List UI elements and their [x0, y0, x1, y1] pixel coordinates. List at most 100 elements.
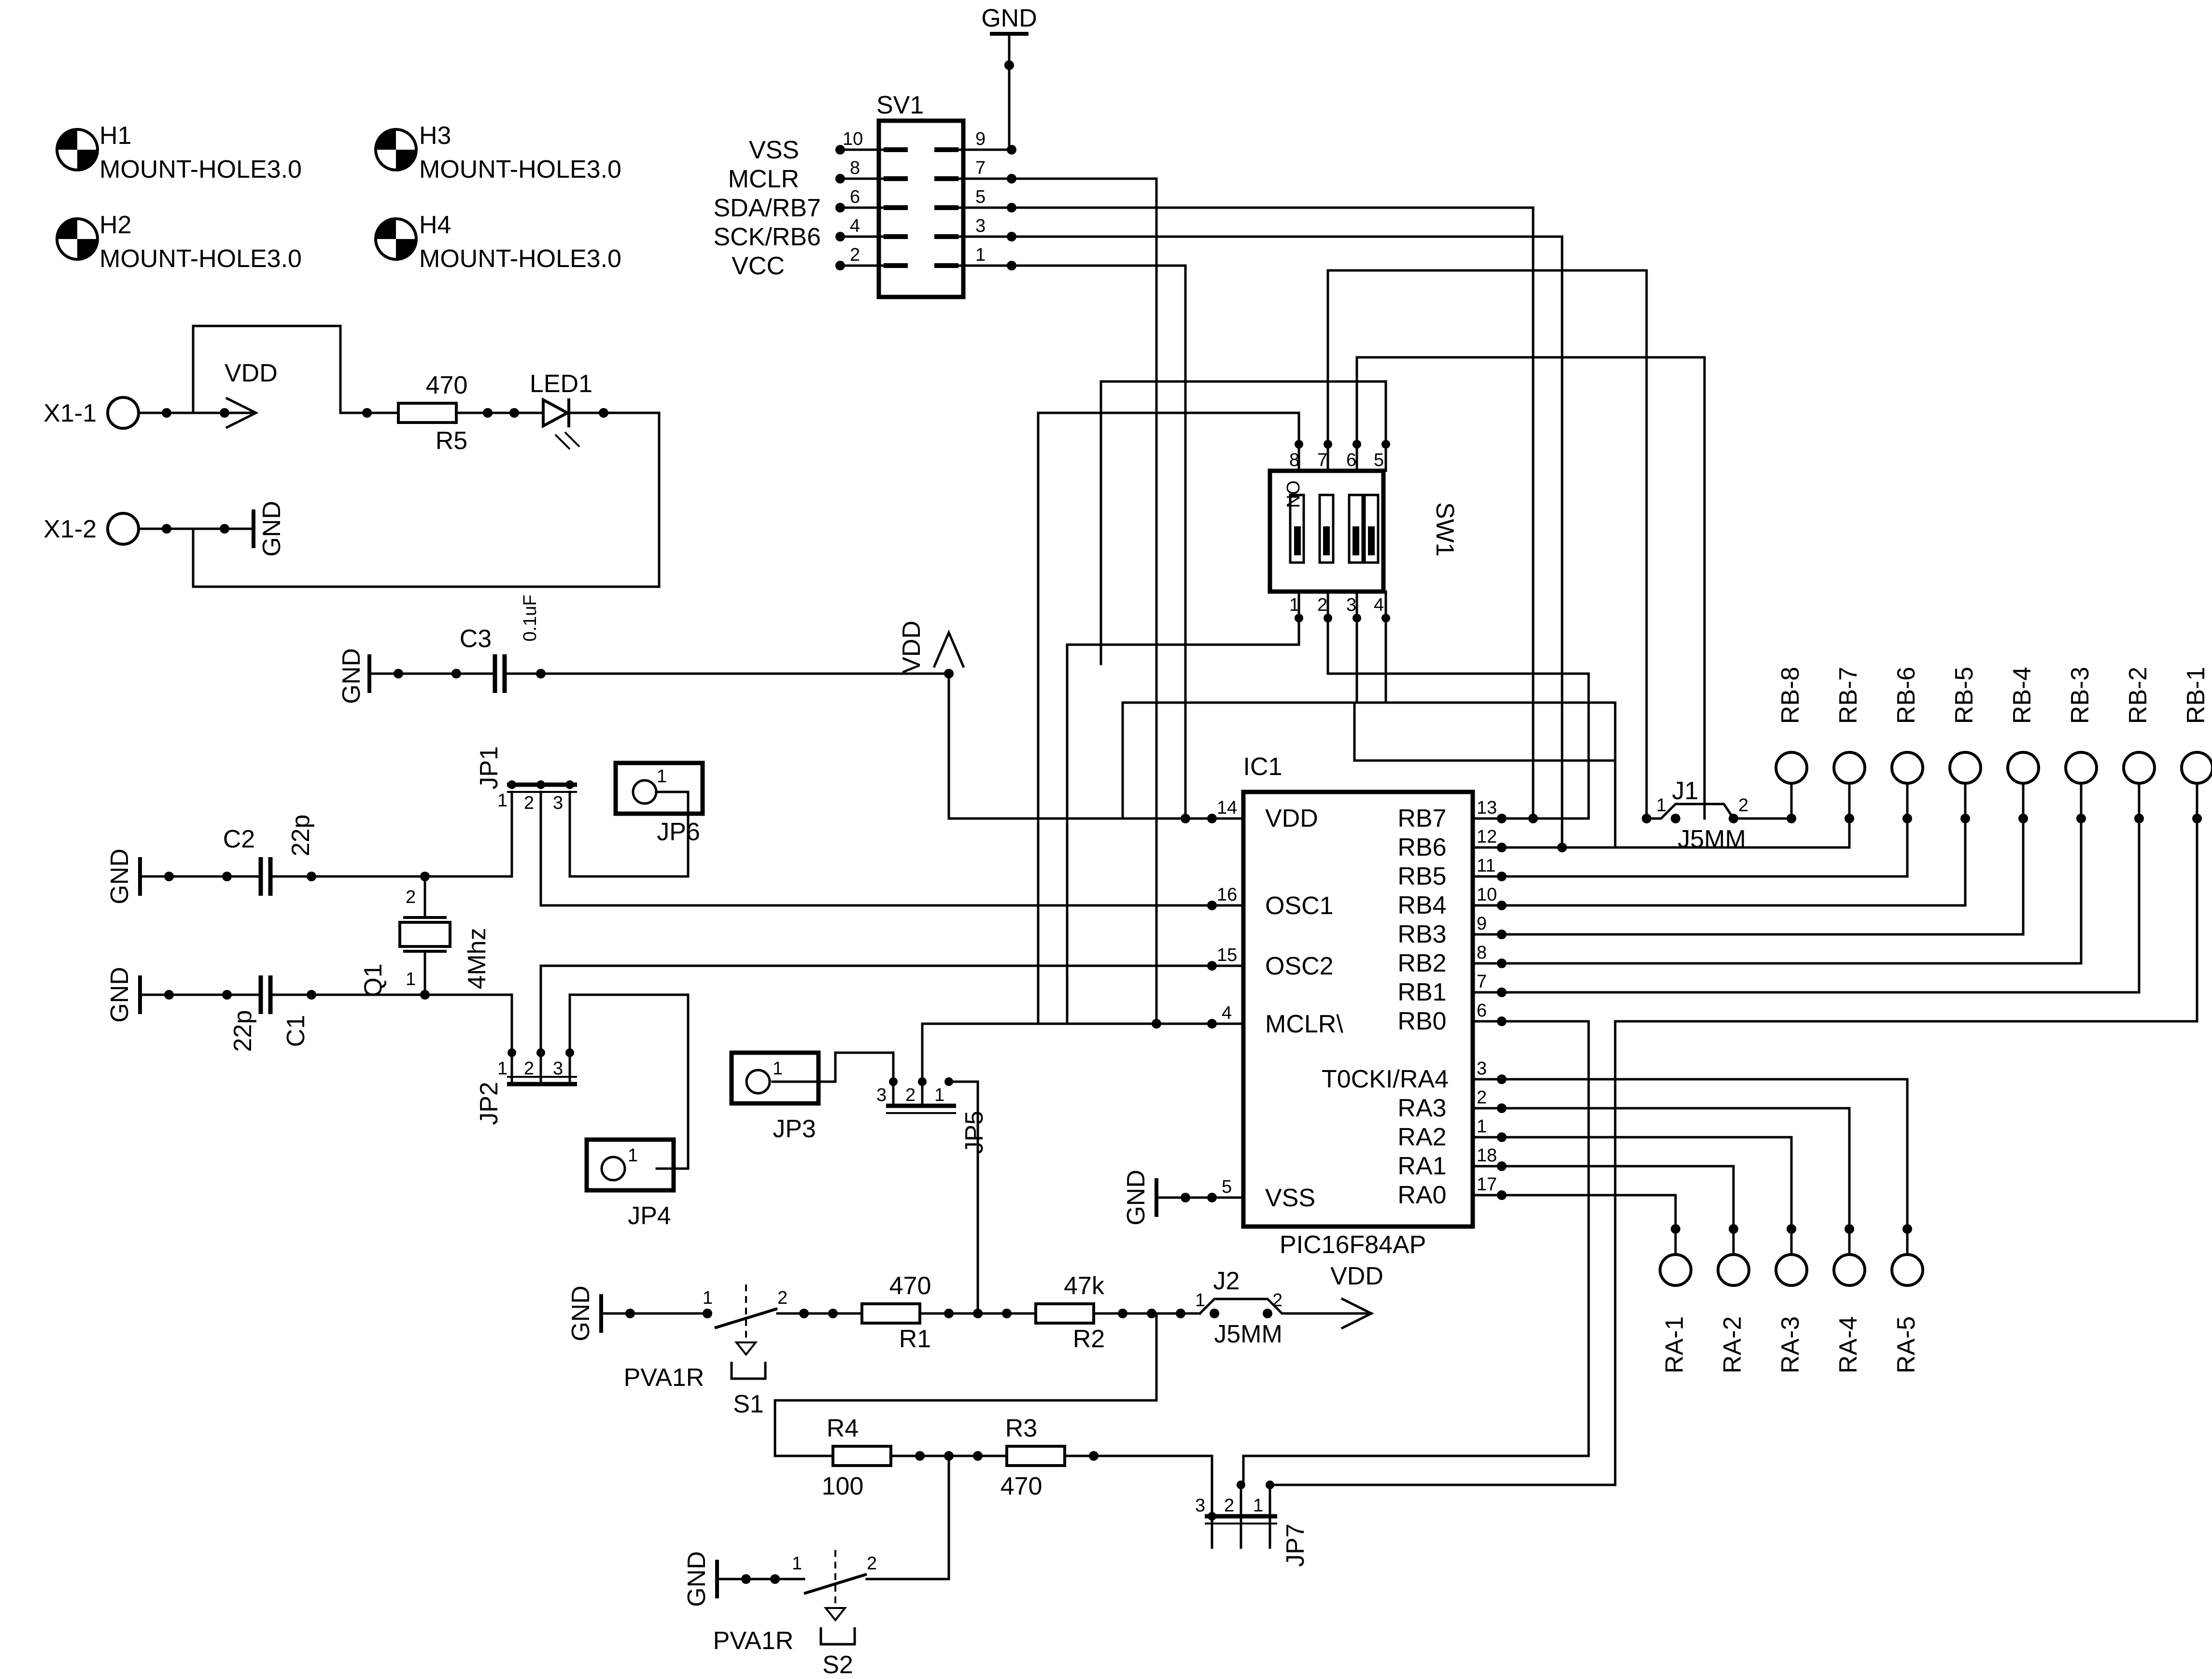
- jp5-pin-3: 3: [876, 1085, 887, 1105]
- ic1-right-pin-rb1: 7: [1477, 972, 1487, 992]
- s2-ref: S2: [822, 1651, 853, 1679]
- ic1-right-pin-ra2: 1: [1477, 1116, 1487, 1137]
- sw1-pin-7: 7: [1317, 450, 1327, 470]
- q1-ref: Q1: [359, 963, 387, 997]
- pad-ra-2: [1717, 1253, 1750, 1287]
- ic1-left-name-osc1: OSC1: [1265, 892, 1334, 920]
- pad-rb-7: [1832, 751, 1866, 785]
- ic1-right-name-rb0: RB0: [1397, 1007, 1446, 1035]
- r5-ref: R5: [436, 427, 467, 455]
- sw1-pin-3: 3: [1346, 595, 1356, 615]
- sw1-pin-8: 8: [1289, 450, 1299, 470]
- x1-2-terminal: [106, 512, 140, 546]
- pad-rb-5: [1948, 751, 1982, 785]
- ic1-left-name-vss: VSS: [1265, 1184, 1315, 1212]
- sv1-pin-9: 9: [975, 129, 986, 149]
- sv1-pin-4: 4: [850, 216, 860, 236]
- vdd-label-c3: VDD: [898, 621, 926, 674]
- s2-pin-1: 1: [792, 1553, 802, 1574]
- jp4-ref: JP4: [628, 1202, 671, 1230]
- sv1-pin-3: 3: [975, 216, 986, 236]
- ic1-right-pin-rb5: 11: [1477, 856, 1495, 876]
- sw1-pin-2: 2: [1317, 595, 1327, 615]
- ic1-part: PIC16F84AP: [1280, 1231, 1426, 1259]
- ic1-right-name-rb5: RB5: [1397, 862, 1446, 890]
- ic1-left-pin-vdd: 14: [1217, 798, 1237, 818]
- r4-value: 100: [822, 1472, 864, 1500]
- pad-rb-2: [2122, 751, 2156, 785]
- mount-hole-h2: H2 MOUNT-HOLE3.0: [56, 211, 302, 273]
- ic1-right-name-ra2: RA2: [1397, 1123, 1446, 1151]
- rb-pads: J1 J5MM 1 2 RB-8 RB-7 RB-6 RB-5 RB-4 RB-…: [1242, 667, 2212, 1486]
- jp2-pin-2: 2: [524, 1058, 534, 1079]
- ic1-left-pin-mclr: 4: [1222, 1003, 1232, 1023]
- ic1-left-name-vdd: VDD: [1265, 804, 1318, 832]
- pad-ra-4-label: RA-4: [1834, 1316, 1862, 1373]
- s1-ref: S1: [733, 1390, 764, 1418]
- pad-rb-4: [2006, 751, 2040, 785]
- gnd-label-top: GND: [981, 4, 1037, 32]
- gnd-label-s1: GND: [567, 1285, 595, 1341]
- x1-1-terminal: [106, 396, 140, 430]
- jp1-ref: JP1: [475, 746, 503, 790]
- mount-hole-h3: H3 MOUNT-HOLE3.0: [374, 122, 621, 183]
- j1-pin-2: 2: [1738, 795, 1748, 816]
- sw1-pin-4: 4: [1374, 595, 1384, 615]
- c3-section: GND C3 0.1uF VDD: [338, 594, 1182, 820]
- j1-ref: J1: [1672, 777, 1699, 805]
- s2-switch[interactable]: [803, 1573, 867, 1595]
- r3-ref: R3: [1005, 1414, 1037, 1442]
- ic1-right-name-rb1: RB1: [1397, 978, 1446, 1006]
- r2-value: 47k: [1064, 1272, 1105, 1300]
- j1-pin-1: 1: [1656, 795, 1666, 816]
- s2-pin-2: 2: [867, 1553, 877, 1574]
- c3-ref: C3: [460, 625, 492, 653]
- jp2-pin-1: 1: [497, 1058, 507, 1079]
- power-input-section: X1-1 X1-2 VDD 470 R5 LED1 GND: [43, 325, 661, 588]
- jp7-ref: JP7: [1282, 1524, 1310, 1567]
- pad-ra-3: [1775, 1253, 1808, 1287]
- hole-h3-value: MOUNT-HOLE3.0: [419, 155, 621, 183]
- s1-switch[interactable]: [714, 1307, 778, 1329]
- q1-value: 4Mhz: [463, 928, 491, 989]
- sv1-signal-sda: SDA/RB7: [713, 194, 821, 222]
- sv1-pin-6: 6: [850, 187, 860, 207]
- r1-value: 470: [889, 1272, 931, 1300]
- x1-2-label: X1-2: [43, 515, 97, 543]
- q1-crystal: [398, 921, 451, 948]
- ic1-right-name-rb4: RB4: [1397, 891, 1446, 919]
- pad-rb-8-label: RB-8: [1776, 667, 1804, 724]
- ic1-left-name-osc2: OSC2: [1265, 952, 1334, 980]
- ic1-right-name-rb7: RB7: [1397, 804, 1446, 832]
- gnd-label-x1: GND: [258, 501, 286, 557]
- hole-h4-ref: H4: [419, 211, 451, 239]
- sv1-signal-vss: VSS: [749, 136, 799, 164]
- pad-rb-4-label: RB-4: [2008, 667, 2036, 724]
- hole-h4-value: MOUNT-HOLE3.0: [419, 245, 621, 273]
- c1-ref: C1: [282, 1015, 310, 1047]
- r2-body: [1034, 1302, 1095, 1325]
- ic1-body: [1241, 790, 1475, 1229]
- sv1-pin-1: 1: [975, 245, 986, 265]
- sv1-pin-10: 10: [843, 129, 863, 149]
- sv1-pin-2: 2: [850, 245, 860, 265]
- sv1-pin-8: 8: [850, 158, 860, 178]
- pad-ra-3-label: RA-3: [1776, 1316, 1804, 1373]
- ic1-right-name-rb3: RB3: [1397, 920, 1446, 948]
- jp3-pin-1: 1: [773, 1058, 783, 1079]
- sv1-ref: SV1: [876, 91, 924, 119]
- pad-rb-6-label: RB-6: [1892, 667, 1920, 724]
- s1-pin-2: 2: [777, 1288, 788, 1308]
- ic1-right-pin-rb0: 6: [1477, 1001, 1487, 1021]
- gnd-label-s2: GND: [683, 1551, 711, 1607]
- ic1-right-name-rb2: RB2: [1397, 949, 1446, 977]
- sw1-ref: SW1: [1431, 502, 1459, 557]
- c2-value: 22p: [287, 815, 315, 857]
- q1-pin-2: 2: [406, 887, 416, 907]
- pad-rb-5-label: RB-5: [1950, 667, 1978, 724]
- j2-value: J5MM: [1214, 1320, 1282, 1348]
- ic1-right-pin-ra1: 18: [1477, 1145, 1497, 1166]
- ic1-right-pins: [1471, 814, 1567, 1200]
- hole-h1-ref: H1: [99, 122, 131, 150]
- ic1-pic16f84ap: IC1 PIC16F84AP VDD 14 OSC1 16 OSC2 15 MC…: [1037, 753, 1567, 1259]
